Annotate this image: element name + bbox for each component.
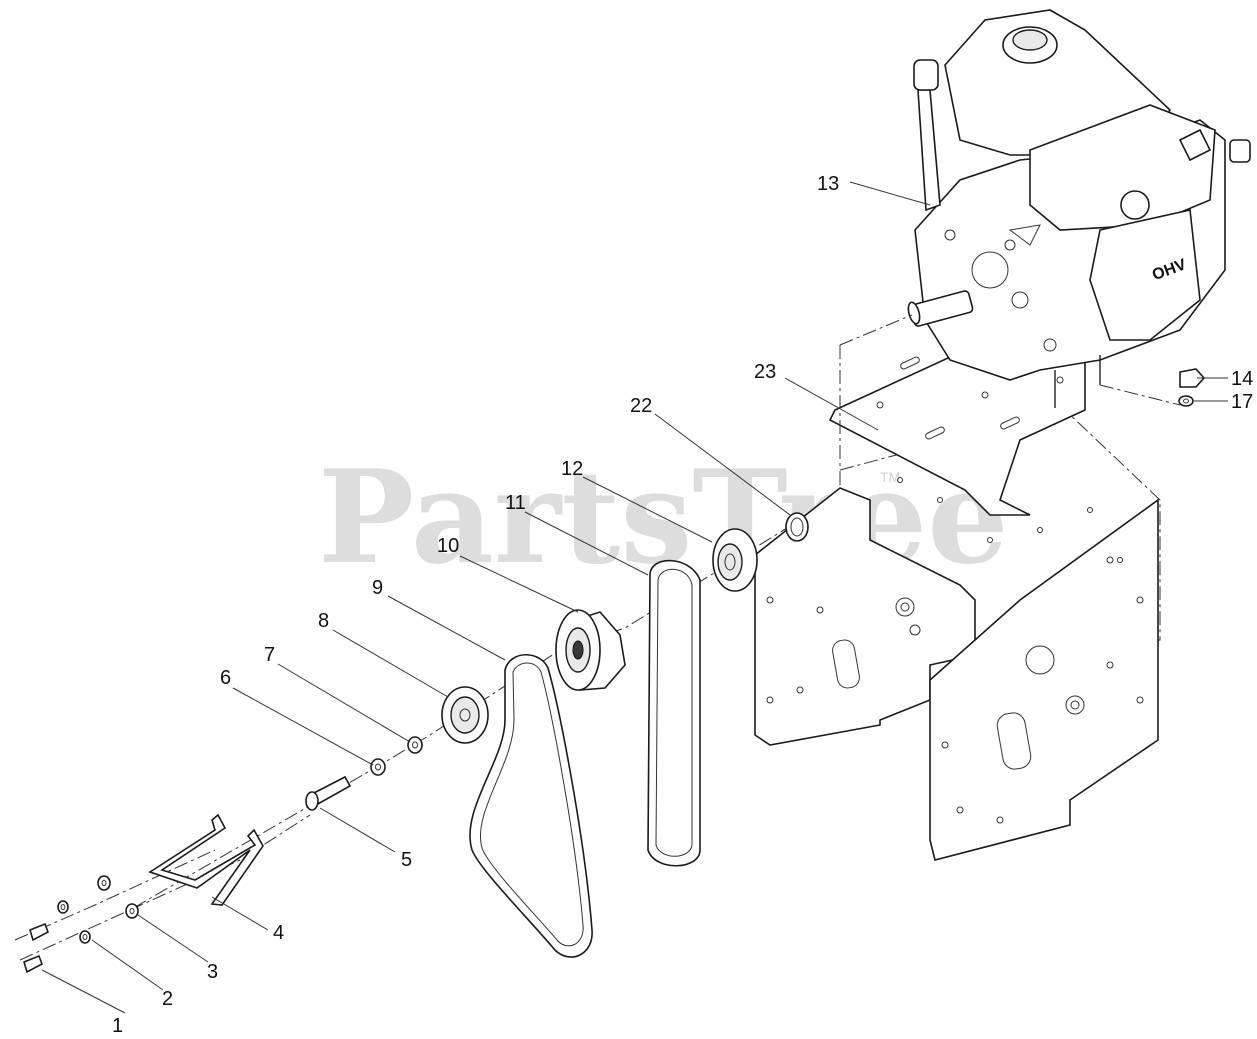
- part-6-washer: [370, 758, 386, 776]
- callout-4: 4: [273, 922, 284, 944]
- bracket-hardware: [23, 875, 139, 974]
- callout-5: 5: [401, 849, 412, 871]
- leader-lines: [41, 181, 1228, 1014]
- callout-22: 22: [630, 395, 652, 417]
- part-7-washer: [407, 736, 423, 754]
- callout-10: 10: [437, 535, 459, 557]
- watermark-trademark: TM: [880, 469, 900, 485]
- callout-13: 13: [817, 173, 839, 195]
- callout-17: 17: [1231, 391, 1253, 413]
- frame-housing: [754, 409, 1161, 861]
- part-22-bushing: [785, 512, 809, 542]
- part-8-idler-pulley: [441, 686, 489, 744]
- part-12-pulley: [712, 528, 758, 592]
- callout-7: 7: [264, 644, 275, 666]
- callout-labels: 1 2 3 4 5 6 7 8 9 10 11 12 13 14 17 22 2…: [112, 173, 1253, 1037]
- engine: OHV: [907, 9, 1251, 408]
- callout-6: 6: [220, 667, 231, 689]
- part-5-shoulder-bolt: [305, 775, 352, 811]
- callout-3: 3: [207, 961, 218, 983]
- engine-hardware: [1178, 368, 1206, 407]
- callout-12: 12: [561, 458, 583, 480]
- callout-11: 11: [505, 492, 526, 514]
- callout-2: 2: [162, 988, 173, 1010]
- callout-1: 1: [112, 1015, 123, 1037]
- callout-9: 9: [372, 577, 383, 599]
- part-11-belt: [647, 559, 701, 867]
- callout-23: 23: [754, 361, 776, 383]
- callout-8: 8: [318, 610, 329, 632]
- callout-14: 14: [1231, 368, 1253, 390]
- part-10-pulley: [555, 609, 626, 691]
- part-4-idler-bracket: [148, 813, 264, 906]
- part-9-belt: [469, 654, 593, 958]
